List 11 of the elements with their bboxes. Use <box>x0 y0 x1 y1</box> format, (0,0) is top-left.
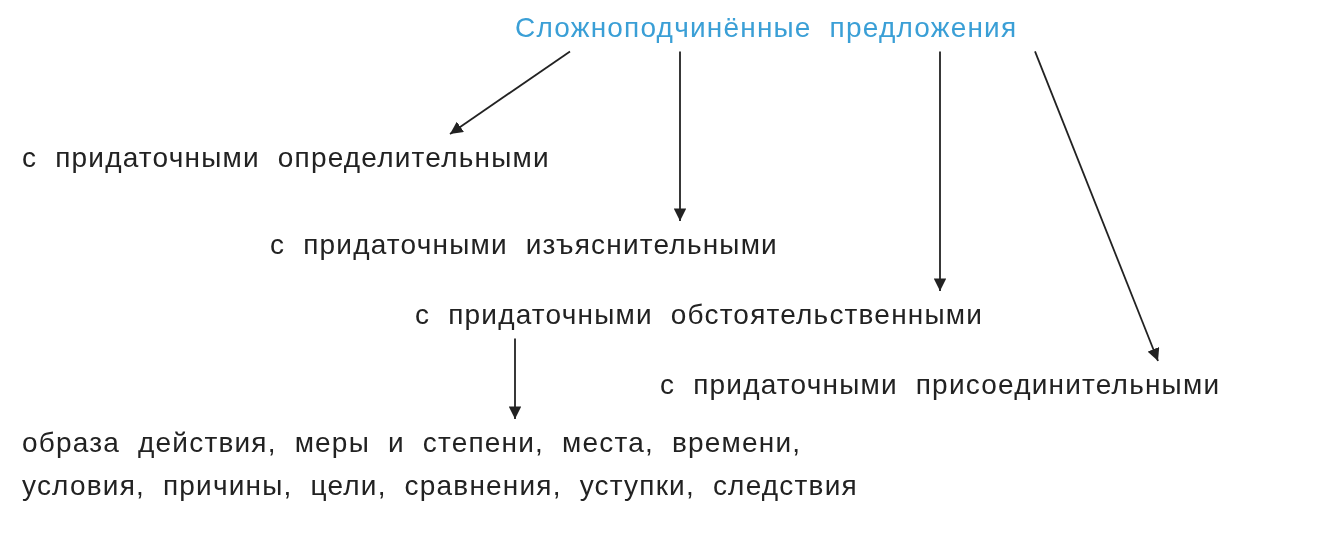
arrow <box>1034 50 1160 362</box>
category-list: образа действия, меры и степени, места, времени, условия, причины, цели, сравнения, уступки, следствия <box>22 427 858 502</box>
arrow <box>673 50 687 222</box>
arrow <box>933 50 947 292</box>
category-label: с придаточными обстоятельственными <box>415 299 984 330</box>
arrow <box>449 50 571 135</box>
arrow <box>508 337 522 420</box>
root-label: Сложноподчинённые предложения <box>515 12 1018 43</box>
category-label: с придаточными изъяснительными <box>270 229 778 260</box>
category-label: с придаточными определительными <box>22 142 550 173</box>
category-label: с придаточными присоединительными <box>660 369 1221 400</box>
